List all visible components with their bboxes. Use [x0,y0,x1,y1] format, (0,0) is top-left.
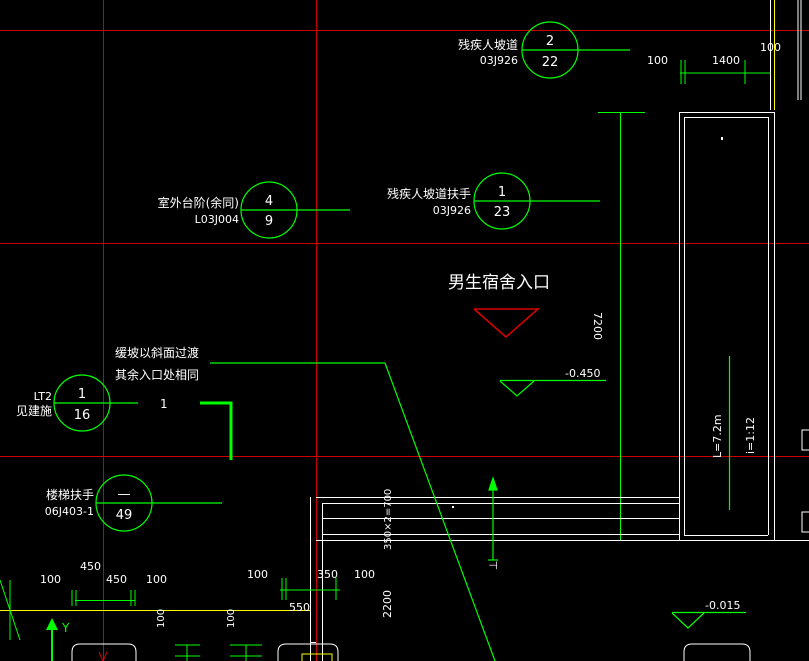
callout-top-steps: 4 [265,194,273,209]
ucs-icon [46,618,58,661]
callout-ref-stair-handrail: 06J403-1 [45,505,94,518]
dim-left-450: 450 [80,560,101,573]
ucs-y-label: Y [61,621,70,635]
ramp-length: L=7.2m [711,414,724,458]
walls-right [316,0,809,541]
callout-bottom-ramp-handrail: 23 [494,205,511,220]
dim-left-100b: 100 [146,573,167,586]
ramp-slope: i=1:12 [744,417,757,454]
stair-block [310,497,680,661]
callout-top-lt2: 1 [78,387,86,402]
callout-bottom-lt2: 16 [74,408,91,423]
column-bases [71,643,751,661]
dim-mid-350: 350 [317,568,338,581]
dimension-2200: 2200 [381,590,394,618]
callout-bottom-ramp: 22 [542,55,559,70]
dim-vert-100a: 100 [156,609,167,628]
stair-dimension: 350×2=700 [383,489,394,550]
dim-top-100a: 100 [647,54,668,67]
callout-label-lt2: LT2 [34,390,52,403]
ramp-leader [200,356,746,661]
callout-bottom-stair-handrail: 49 [116,508,133,523]
note-ramp-line2: 其余入口处相同 [115,367,199,382]
dim-mid-100: 100 [247,568,268,581]
callout-label-ramp: 残疾人坡道 [458,37,518,52]
callout-label-ramp-handrail: 残疾人坡道扶手 [387,186,471,201]
callout-label-stair-handrail: 楼梯扶手 [46,487,94,502]
callout-ref-steps: L03J004 [195,213,239,226]
stray-number: 1 [160,397,168,411]
callout-top-stair-handrail: — [118,487,131,502]
dimension-lines [0,60,770,641]
section-mark: ⊥ [487,560,500,570]
dim-left-100a: 100 [40,573,61,586]
callout-ref-lt2: 见建施 [16,404,52,418]
callout-ref-ramp-handrail: 03J926 [433,204,471,217]
dim-top-100b: 100 [760,41,781,54]
callout-circles [53,21,630,532]
elevation-label-2: -0.015 [705,599,740,612]
callout-ref-ramp: 03J926 [480,54,518,67]
entrance-marker-icon [473,308,540,338]
callout-top-ramp-handrail: 1 [498,185,506,200]
entrance-title: 男生宿舍入口 [448,273,550,293]
dim-left-450b: 450 [106,573,127,586]
callout-bottom-steps: 9 [265,214,273,229]
dim-vert-100b: 100 [226,609,237,628]
elevation-label-1: -0.450 [565,367,600,380]
dim-mid-100b: 100 [354,568,375,581]
dim-mid-550: 550 [289,601,310,614]
note-ramp-line1: 缓坡以斜面过渡 [115,345,199,360]
dim-top-1400: 1400 [712,54,740,67]
callout-label-steps: 室外台阶(余同) [158,195,239,210]
dimension-7200: 7200 [591,312,604,340]
callout-top-ramp: 2 [546,34,554,49]
